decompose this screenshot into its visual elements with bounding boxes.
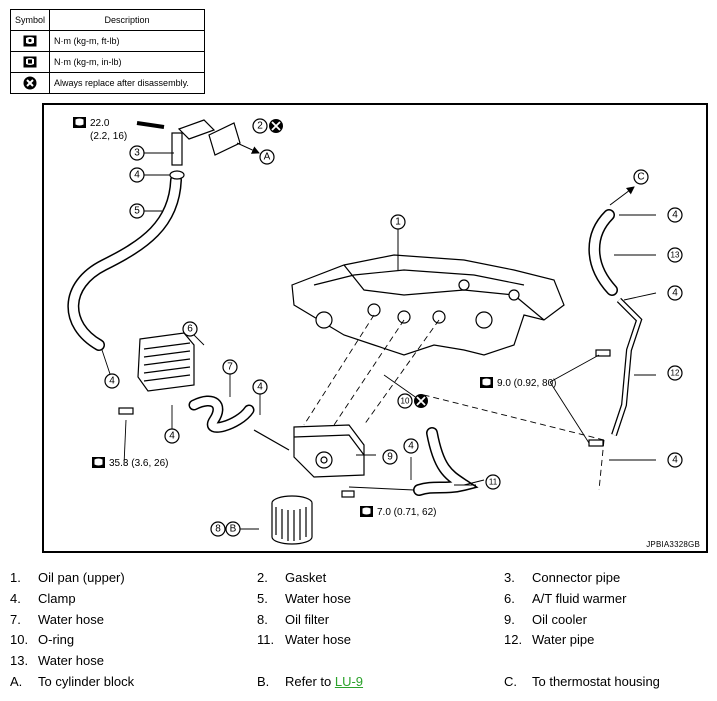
oil-pan-drawing <box>291 254 565 356</box>
svg-text:9: 9 <box>387 452 393 463</box>
callout-4 <box>252 379 268 395</box>
always-replace-icon <box>9 72 51 94</box>
svg-text:4: 4 <box>109 376 115 387</box>
svg-text:1: 1 <box>395 217 401 228</box>
legend-header-description: Description <box>49 9 205 31</box>
callout-1 <box>390 214 406 230</box>
bolt-drawing <box>118 407 134 415</box>
water-hose-5-drawing <box>67 174 182 351</box>
fluid-warmer-drawing <box>137 332 195 392</box>
bolt-drawing <box>341 490 355 498</box>
connector-pipe-drawing <box>171 132 183 166</box>
oil-filter-drawing <box>271 495 313 545</box>
exploded-diagram: 1 2 3 4 5 6 7 4 4 4 8 9 10 4 11 12 13 4 … <box>42 103 708 553</box>
legend-description: Always replace after disassembly. <box>49 72 205 94</box>
callout-4 <box>667 285 683 301</box>
callout-B <box>225 521 241 537</box>
svg-text:4: 4 <box>672 288 678 299</box>
callout-8 <box>210 521 226 537</box>
callout-3 <box>129 145 145 161</box>
legend-description: N·m (kg-m, ft-lb) <box>49 30 205 52</box>
guide-lines <box>303 314 605 491</box>
torque-label-cooler: 7.0 (0.71, 62) <box>377 507 436 518</box>
callout-2 <box>252 118 268 134</box>
callout-4 <box>403 438 419 454</box>
clamp-drawing <box>169 170 185 180</box>
callout-7 <box>222 359 238 375</box>
callout-A <box>259 149 275 165</box>
torque-label-water-pipe: 9.0 (0.92, 80) <box>497 378 556 389</box>
gasket-drawing <box>208 122 241 156</box>
callout-C <box>633 169 649 185</box>
callout-letter-a: A <box>264 152 271 163</box>
parts-row: 1.Oil pan (upper) 2.Gasket 3.Connector p… <box>10 570 621 585</box>
svg-text:4: 4 <box>672 210 678 221</box>
always-replace-icon <box>269 119 428 408</box>
legend-description: N·m (kg-m, in-lb) <box>49 51 205 73</box>
torque-in-lb-icon <box>9 51 51 73</box>
svg-text:4: 4 <box>169 431 175 442</box>
svg-text:12: 12 <box>671 369 680 378</box>
callout-4 <box>667 452 683 468</box>
lu-9-link[interactable]: LU-9 <box>334 674 364 689</box>
refer-to-text: Refer to <box>285 674 335 689</box>
callout-10 <box>397 393 413 409</box>
torque-label-connector-sub: (2.2, 16) <box>90 131 127 142</box>
svg-text:13: 13 <box>671 251 680 260</box>
callout-4 <box>104 373 120 389</box>
torque-ft-lb-icon <box>73 117 105 468</box>
svg-text:8: 8 <box>215 524 221 535</box>
torque-in-lb-icon <box>360 377 493 517</box>
bolt-drawing <box>595 349 611 357</box>
callout-13 <box>667 247 683 263</box>
torque-label-connector: 22.0 <box>90 118 110 129</box>
figure-code: JPBIA3328GB <box>646 540 700 549</box>
callout-9 <box>382 449 398 465</box>
parts-row: 7.Water hose 8.Oil filter 9.Oil cooler <box>10 612 587 627</box>
part-callouts <box>104 118 683 537</box>
bolt-drawing <box>588 439 604 447</box>
parts-row: 10.O-ring 11.Water hose 12.Water pipe <box>10 632 595 647</box>
svg-text:4: 4 <box>134 170 140 181</box>
parts-row: 4.Clamp 5.Water hose 6.A/T fluid warmer <box>10 591 627 606</box>
svg-text:7: 7 <box>227 362 233 373</box>
diagram-drawing: 1 2 3 4 5 6 7 4 4 4 8 9 10 4 11 12 13 4 … <box>67 117 683 545</box>
parts-row: 13.Water hose <box>10 653 104 668</box>
callout-letter-b: B <box>230 524 237 535</box>
torque-ft-lb-icon <box>9 30 51 52</box>
svg-text:6: 6 <box>187 324 193 335</box>
legend-header-symbol: Symbol <box>9 9 51 31</box>
callout-letter-c: C <box>637 172 644 183</box>
callout-11 <box>485 474 501 490</box>
callout-4 <box>667 207 683 223</box>
symbol-legend-table: Symbol Description N·m (kg-m, ft-lb) N·m… <box>9 9 205 94</box>
callout-4 <box>164 428 180 444</box>
svg-text:4: 4 <box>672 455 678 466</box>
svg-text:11: 11 <box>489 478 498 487</box>
torque-label-warmer: 35.3 (3.6, 26) <box>109 458 168 469</box>
svg-text:2: 2 <box>257 121 263 132</box>
svg-text:3: 3 <box>134 148 140 159</box>
svg-text:4: 4 <box>257 382 263 393</box>
callout-4 <box>129 167 145 183</box>
svg-text:10: 10 <box>401 397 410 406</box>
pipe-flange-drawing <box>177 119 216 140</box>
parts-row: A.To cylinder block B.Refer to LU-9 C.To… <box>10 674 660 689</box>
svg-text:5: 5 <box>134 206 140 217</box>
svg-text:4: 4 <box>408 441 414 452</box>
oil-cooler-drawing <box>293 424 365 478</box>
callout-5 <box>129 203 145 219</box>
callout-12 <box>667 365 683 381</box>
callout-6 <box>182 321 198 337</box>
